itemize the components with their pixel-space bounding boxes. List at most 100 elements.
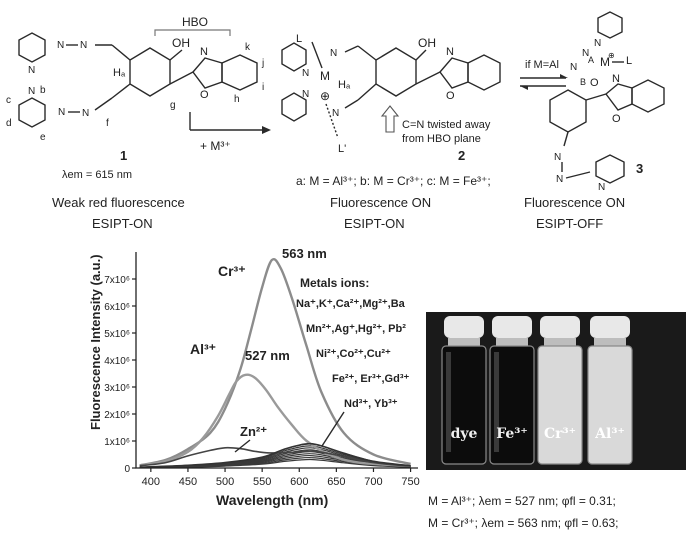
x-tick-label: 450 xyxy=(179,476,197,488)
x-tick-label: 500 xyxy=(216,476,234,488)
label-d: d xyxy=(6,118,12,129)
series-curve-3 xyxy=(139,446,411,467)
y-tick-label: 2x10⁶ xyxy=(104,410,130,421)
x-tick-label: 600 xyxy=(290,476,308,488)
label-j: j xyxy=(261,58,264,69)
py2-bot-n: N xyxy=(302,89,309,100)
bzo-n-3: N xyxy=(612,73,620,85)
y-axis-label: Fluorescence Intensity (a.u.) xyxy=(88,254,103,430)
compound-3-sub: ESIPT-OFF xyxy=(536,216,603,231)
ligand-l-2: L xyxy=(296,33,302,45)
vial-cap xyxy=(540,316,580,338)
metal-ions-line-5: Nd³⁺, Yb³⁺ xyxy=(344,398,398,410)
arm1-n2: N xyxy=(57,40,64,51)
vial-cap xyxy=(444,316,484,338)
y-tick-label: 5x10⁶ xyxy=(104,329,130,340)
equilibrium-label: if M=Al xyxy=(525,59,559,71)
py-bot-n: N xyxy=(28,86,35,97)
compound-2-variants: a: M = Al³⁺; b: M = Cr³⁺; c: M = Fe³⁺; xyxy=(296,174,491,188)
vial-neck xyxy=(544,338,576,346)
vial-cap xyxy=(590,316,630,338)
x-tick-label: 650 xyxy=(327,476,345,488)
ring-a-label: A xyxy=(588,55,594,65)
vial-label: dye xyxy=(451,426,478,442)
ligand-l-3: L xyxy=(626,55,632,67)
c3-o: O xyxy=(590,77,599,89)
x-tick-label: 700 xyxy=(364,476,382,488)
metal-ions-pointer xyxy=(321,411,345,447)
oh-label: OH xyxy=(172,36,190,50)
y-tick-label: 1x10⁶ xyxy=(104,437,130,448)
cr-peak-label: 563 nm xyxy=(282,246,327,261)
twist-note-1: C=N twisted away xyxy=(402,119,491,131)
metal-charge-3: ⊕ xyxy=(608,51,615,60)
result-cr: M = Cr³⁺; λem = 563 nm; φfl = 0.63; xyxy=(428,516,619,530)
chart-axes xyxy=(135,252,418,469)
compound-2-structure: OH Hₐ N O N N M ⊕ L L' N N xyxy=(281,33,501,155)
zn-pointer xyxy=(234,439,251,453)
x-tick-label: 750 xyxy=(401,476,419,488)
ha-label: Hₐ xyxy=(113,67,126,79)
compound-1-structure: HBO OH Hₐ g N O k j i h N N N xyxy=(6,15,264,143)
arm1-n1: N xyxy=(80,40,87,51)
vial-body xyxy=(587,345,633,465)
pyridine-3-top xyxy=(597,11,623,39)
py3-bot-n: N xyxy=(598,182,605,193)
zn-series-label: Zn²⁺ xyxy=(240,424,267,439)
y-tick-label: 6x10⁶ xyxy=(104,302,130,313)
compound-1-caption: Weak red fluorescence xyxy=(52,195,185,210)
label-b: b xyxy=(40,85,46,96)
metal-ions-line-1: Na⁺,K⁺,Ca²⁺,Mg²⁺,Ba xyxy=(296,298,406,310)
c3-n2: N xyxy=(570,62,577,73)
c3-n3: N xyxy=(554,152,561,163)
pyridine-bottom xyxy=(18,97,46,128)
hbo-bracket xyxy=(154,29,231,36)
metal-m-2: M xyxy=(320,69,330,83)
series-curve-4 xyxy=(139,442,411,468)
pyridine-2-bottom xyxy=(281,92,307,122)
label-k: k xyxy=(245,42,251,53)
vial-glint xyxy=(494,352,499,452)
result-al: M = Al³⁺; λem = 527 nm; φfl = 0.31; xyxy=(428,494,616,508)
hbo-label: HBO xyxy=(182,15,208,29)
compound-2-number: 2 xyxy=(458,148,465,163)
series-curve-2 xyxy=(139,373,411,467)
vial-glint xyxy=(446,352,451,452)
bzo-n-label: N xyxy=(200,46,208,58)
vial-label: Al³⁺ xyxy=(594,426,625,442)
arm2-n1: N xyxy=(82,108,89,119)
central-ring-2 xyxy=(375,47,417,97)
metal-m-3: M xyxy=(600,55,610,69)
compound-2-caption: Fluorescence ON xyxy=(330,195,431,210)
c3-n1: N xyxy=(582,48,589,59)
compound-3-number: 3 xyxy=(636,161,643,176)
reagent-label: + M³⁺ xyxy=(200,139,231,153)
reaction-arrow: + M³⁺ xyxy=(189,112,271,153)
compound-1-sub: ESIPT-ON xyxy=(92,216,153,231)
y-tick-label: 4x10⁶ xyxy=(104,356,130,367)
py3-n: N xyxy=(594,38,601,49)
y-tick-label: 0 xyxy=(124,464,130,475)
label-e: e xyxy=(40,132,46,143)
vial-cap xyxy=(492,316,532,338)
c2-n2: N xyxy=(332,108,339,119)
vial-body xyxy=(537,345,583,465)
bzo-o-3: O xyxy=(612,113,621,125)
metal-ions-line-2: Mn²⁺,Ag⁺,Hg²⁺, Pb² xyxy=(306,323,406,335)
spectra-curves xyxy=(139,257,411,469)
compound-1-number: 1 xyxy=(120,148,127,163)
label-c: c xyxy=(6,95,11,106)
vial-body xyxy=(441,345,487,465)
pyridine-top xyxy=(18,32,46,63)
pyridine-3-bottom xyxy=(595,154,625,184)
label-i: i xyxy=(262,82,264,93)
oh-label-2: OH xyxy=(418,36,436,50)
py-top-n: N xyxy=(28,65,35,76)
y-tick-label: 7x10⁶ xyxy=(104,275,130,286)
vial-neck xyxy=(496,338,528,346)
label-g: g xyxy=(170,100,176,111)
